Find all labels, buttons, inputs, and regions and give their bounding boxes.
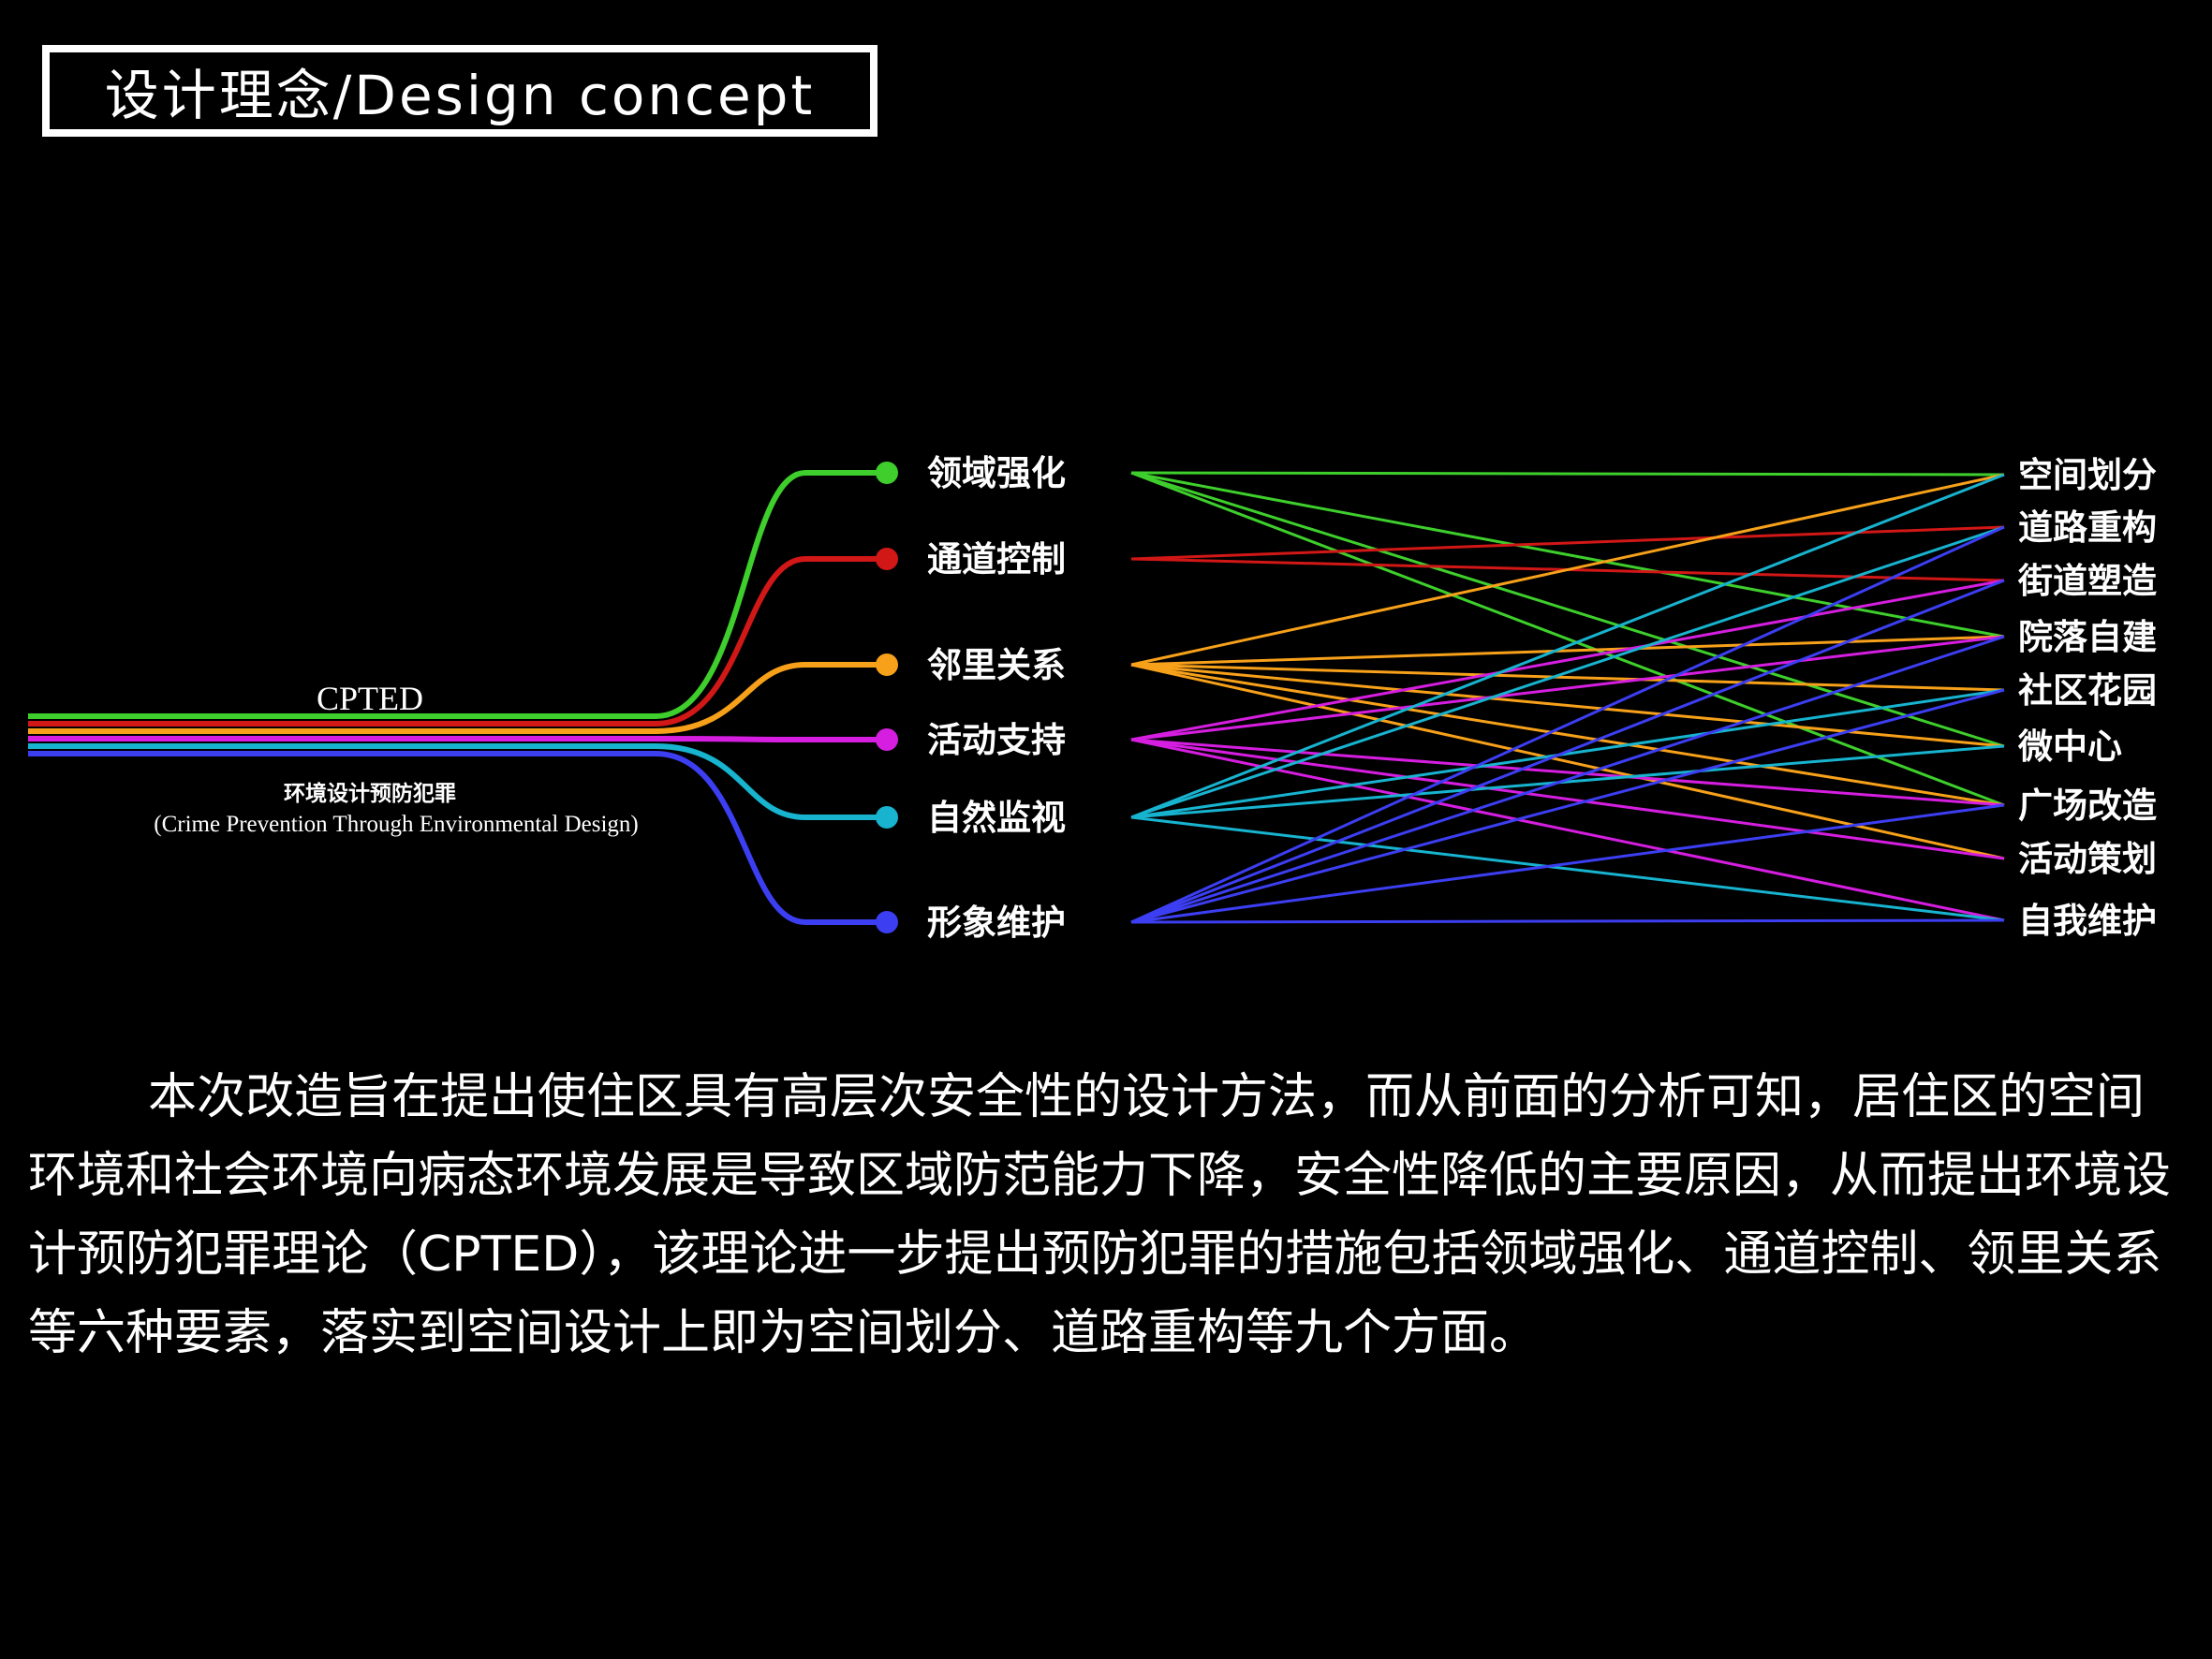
title-box: 设计理念/Design concept (42, 45, 877, 137)
link-line (1130, 579, 2005, 741)
trunk-line (28, 662, 887, 734)
link-line (1130, 738, 2005, 807)
link-line (1130, 663, 2005, 748)
body-paragraph: 本次改造旨在提出使住区具有高层次安全性的设计方法，而从前面的分析可知，居住区的空… (28, 1069, 2172, 1361)
link-line (1130, 471, 2005, 807)
root-sublabel-cn: 环境设计预防犯罪 (284, 781, 456, 806)
page-title: 设计理念/Design concept (104, 64, 816, 127)
link-line (1130, 663, 2005, 807)
link-line (1130, 525, 2005, 819)
link-lines (1130, 471, 2005, 924)
aspect-label: 院落自建 (2018, 617, 2157, 657)
link-line (1130, 688, 2005, 819)
link-line (1130, 579, 2005, 924)
link-line (1130, 918, 2005, 924)
element-node-dot (876, 462, 898, 484)
link-line (1130, 803, 2005, 924)
trunk-line (28, 470, 887, 719)
aspect-label: 街道塑造 (2017, 561, 2157, 601)
element-label: 活动支持 (927, 720, 1066, 760)
trunk-line (28, 751, 887, 925)
trunk-lines (28, 470, 887, 925)
link-line (1130, 525, 2005, 924)
link-line (1130, 815, 2005, 922)
aspect-label: 空间划分 (2018, 455, 2157, 495)
element-label: 邻里关系 (927, 645, 1066, 685)
link-line (1130, 688, 2005, 924)
trunk-line (28, 736, 887, 742)
element-label: 形象维护 (927, 903, 1066, 943)
element-label: 领域强化 (927, 453, 1066, 493)
link-line (1130, 635, 2005, 667)
element-node-dot (876, 653, 898, 676)
link-line (1130, 471, 2005, 477)
aspect-label: 活动策划 (2018, 839, 2157, 879)
element-label: 通道控制 (927, 539, 1066, 580)
root-sublabel-en: (Crime Prevention Through Environmental … (154, 812, 639, 837)
link-line (1130, 635, 2005, 924)
aspect-label: 自我维护 (2018, 901, 2157, 941)
link-line (1130, 744, 2005, 819)
aspect-label: 微中心 (2017, 727, 2122, 767)
element-node-dot (876, 548, 898, 570)
element-label: 自然监视 (927, 798, 1066, 838)
element-node-dot (876, 728, 898, 751)
trunk-line (28, 743, 887, 820)
link-line (1130, 471, 2005, 748)
link-line (1130, 473, 2005, 819)
aspect-label: 广场改造 (2018, 785, 2157, 826)
link-line (1130, 635, 2005, 741)
link-line (1130, 471, 2005, 639)
trunk-line (28, 556, 887, 727)
link-line (1130, 663, 2005, 860)
element-node-dot (876, 911, 898, 933)
aspect-label: 社区花园 (2018, 670, 2157, 711)
root-label: CPTED (317, 680, 423, 717)
link-line (1130, 663, 2005, 692)
aspect-label: 道路重构 (2018, 507, 2157, 548)
element-node-dot (876, 806, 898, 829)
link-line (1130, 473, 2005, 667)
